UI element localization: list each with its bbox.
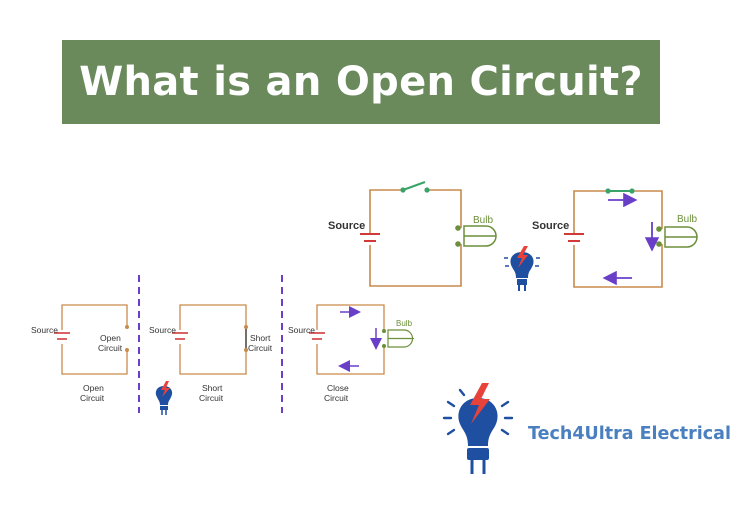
battery — [564, 233, 584, 242]
gap-label: Short — [250, 333, 271, 343]
top-closed-circuit: Source Bulb — [532, 188, 698, 288]
caption: Circuit — [80, 393, 105, 403]
brand-name: Tech4Ultra Electrical — [528, 424, 731, 444]
battery — [360, 233, 380, 242]
page-title: What is an Open Circuit? — [79, 59, 643, 105]
bulb-label: Bulb — [396, 319, 413, 328]
source-label: Source — [328, 220, 365, 232]
bulb-icon — [455, 225, 497, 247]
small-short-circuit: Source Short Circuit Short Circuit — [149, 304, 273, 403]
source-label: Source — [149, 325, 176, 335]
caption: Short — [202, 383, 223, 393]
tiny-logo-icon — [155, 381, 173, 415]
caption: Close — [327, 383, 349, 393]
top-open-circuit: Source Bulb — [328, 181, 497, 287]
gap-label: Circuit — [248, 343, 273, 353]
small-open-circuit: Source Open Circuit Open Circuit — [31, 304, 129, 403]
caption: Circuit — [324, 393, 349, 403]
bulb-label: Bulb — [677, 214, 697, 225]
switch-closed — [605, 188, 635, 194]
caption: Open — [83, 383, 104, 393]
gap-label: Circuit — [98, 343, 123, 353]
small-close-circuit: Source Bulb Close Circuit — [288, 304, 414, 403]
source-label: Source — [288, 325, 315, 335]
bulb-label: Bulb — [473, 215, 493, 226]
bulb-icon — [382, 329, 414, 348]
title-banner: What is an Open Circuit? — [62, 40, 660, 124]
source-label: Source — [31, 325, 58, 335]
bolt-icon — [470, 383, 490, 424]
bulb-icon — [656, 226, 698, 248]
source-label: Source — [532, 220, 569, 232]
bulb-logo-icon — [442, 383, 514, 474]
wire — [573, 190, 663, 288]
caption: Circuit — [199, 393, 224, 403]
gap-label: Open — [100, 333, 121, 343]
switch-open — [400, 181, 430, 193]
wire — [369, 189, 462, 287]
small-logo-icon — [504, 246, 540, 291]
